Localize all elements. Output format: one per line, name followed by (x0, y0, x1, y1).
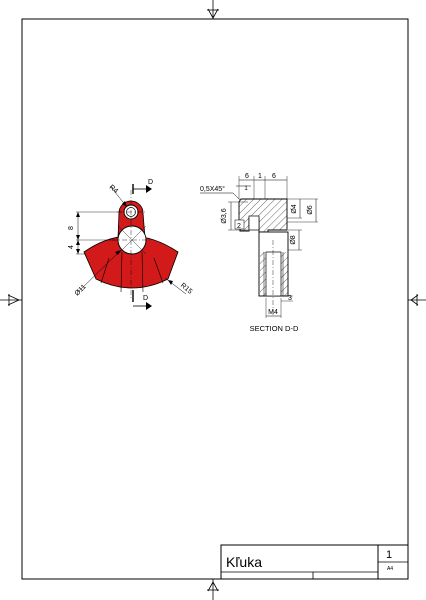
title-block: Kľuka 1 A4 (220, 544, 409, 580)
width-mid-label: 1 (258, 173, 262, 180)
step-offset-label: 1 (244, 186, 248, 192)
centering-mark-right (408, 294, 426, 306)
diameter-hole-label: Ø11 (74, 283, 88, 297)
height-upper-label: 8 (68, 226, 75, 230)
radius-top-label: R4 (108, 184, 119, 195)
radius-segment-label: R15 (179, 282, 193, 296)
height-lower-label: 4 (68, 245, 75, 249)
centering-mark-top (207, 0, 219, 19)
diameter-outer-label: Ø6 (307, 205, 314, 214)
section-head (238, 198, 288, 233)
thread-label: M4 (268, 309, 278, 316)
depth-small-label: 2 (237, 223, 241, 230)
width-right-label: 6 (272, 173, 276, 180)
thread-end-label: 3 (288, 295, 292, 302)
diameter-shaft-label: Ø8 (290, 235, 297, 244)
centering-mark-left (0, 294, 22, 306)
section-view: 6 1 6 0,5X45° 1 Ø3,6 2 Ø4 Ø6 Ø8 3 (200, 173, 318, 333)
sheet-format: A4 (387, 566, 393, 572)
sheet-border (21, 18, 409, 580)
front-view: D D R4 8 4 Ø11 R15 (68, 179, 193, 310)
centering-mark-bottom (207, 579, 219, 600)
section-marker-top: D (148, 179, 153, 186)
section-marker-bottom: D (143, 295, 148, 302)
diameter-left-label: Ø3,6 (221, 208, 228, 223)
sheet-number: 1 (386, 549, 392, 561)
section-title: SECTION D-D (250, 324, 299, 333)
part-name: Kľuka (226, 554, 262, 570)
threaded-bore (265, 251, 282, 297)
chamfer-label: 0,5X45° (200, 185, 225, 193)
width-left-label: 6 (245, 173, 249, 180)
diameter-head-label: Ø4 (291, 204, 298, 213)
